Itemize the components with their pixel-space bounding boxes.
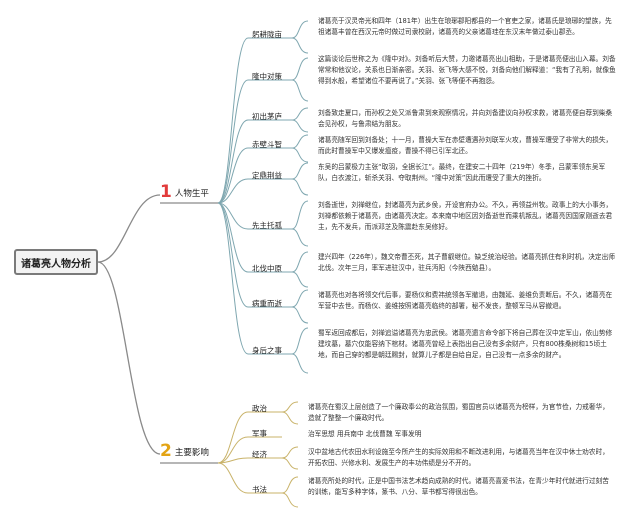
sub-item[interactable]: 身后之事 bbox=[252, 346, 282, 355]
branch-influence[interactable]: 2 主要影响 bbox=[160, 443, 209, 460]
branch-label: 人物生平 bbox=[174, 188, 209, 199]
sub-item-text: 诸葛亮随军回到刘备处；十一月，曹操大军在赤壁遭遇孙刘联军火攻，曹操军遭受了非常大… bbox=[318, 136, 613, 155]
sub-item[interactable]: 军事 bbox=[252, 429, 267, 438]
sub-item[interactable]: 定鼎荆益 bbox=[252, 171, 282, 180]
root-label: 诸葛亮人物分析 bbox=[21, 258, 91, 270]
branch-label: 主要影响 bbox=[174, 447, 209, 458]
sub-item-text: 刘备逝世，刘禅继位，封诸葛亮为武乡侯，开设官府办公。不久，再领益州牧。政事上的大… bbox=[318, 201, 613, 231]
sub-item-text: 刘备致走夏口，而孙权之处又派鲁肃到来观察情况，并向刘备建议向孙权求救，诸葛亮便自… bbox=[318, 109, 613, 128]
sub-item-text: 治军思想 用兵南中 北伐曹魏 军事发明 bbox=[308, 430, 422, 438]
sub-item[interactable]: 躬耕陇亩 bbox=[252, 30, 282, 39]
sub-item-text: 诸葛亮于汉灵帝光和四年（181年）出生在琅琊郡阳都县的一个官吏之家，诸葛氏是琅琊… bbox=[318, 17, 612, 36]
sub-item-text: 诸葛亮在蜀汉上层创造了一个廉政奉公的政治氛围，蜀国官员以诸葛亮为榜样，为官节俭，… bbox=[308, 403, 609, 422]
sub-item-text: 这篇谈论后世称之为《隆中对》。刘备听后大赞，力邀诸葛亮出山相助，于是诸葛亮便出山… bbox=[318, 55, 616, 85]
sub-item[interactable]: 经济 bbox=[252, 450, 267, 459]
branch-number: 1 bbox=[160, 182, 172, 202]
branch-life[interactable]: 1 人物生平 bbox=[160, 184, 209, 201]
sub-item-text: 诸葛亮所处的时代，正是中国书法艺术趋向成熟的时代。诸葛亮喜爱书法，在青少年时代就… bbox=[308, 477, 609, 496]
sub-item[interactable]: 政治 bbox=[252, 404, 267, 413]
sub-item[interactable]: 隆中对策 bbox=[252, 72, 282, 81]
sub-item-text: 东吴的吕蒙极力主张“取羽，全据长江”。最终，在建安二十四年（219年）冬季，吕蒙… bbox=[318, 163, 606, 182]
sub-item[interactable]: 北伐中原 bbox=[252, 264, 282, 273]
sub-item[interactable]: 先主托孤 bbox=[252, 221, 282, 230]
sub-item[interactable]: 初出茅庐 bbox=[252, 112, 282, 121]
sub-item[interactable]: 病重而逝 bbox=[252, 299, 282, 308]
sub-item-text: 蜀军返回成都后，刘禅追谥诸葛亮为忠武侯。诸葛亮遗言命令部下将自己葬在汉中定军山，… bbox=[318, 329, 613, 359]
sub-item-text: 汉中盆地古代农田水利设施至今所产生的实际效用和不断改进利用，与诸葛亮当年在汉中休… bbox=[308, 448, 609, 467]
sub-item[interactable]: 赤壁斗智 bbox=[252, 140, 282, 149]
branch-number: 2 bbox=[160, 441, 172, 461]
sub-item-text: 建兴四年（226年），魏文帝曹丕死，其子曹叡继位。缺乏统治经验。诸葛亮抓住有利时… bbox=[318, 253, 615, 272]
sub-item[interactable]: 书法 bbox=[252, 485, 267, 494]
root-node[interactable]: 诸葛亮人物分析 bbox=[14, 249, 98, 275]
sub-item-text: 诸葛亮也对各将领交代后事，要杨仪和费祎统领各军撤退，由魏延、姜维负责断后。不久，… bbox=[318, 291, 613, 310]
